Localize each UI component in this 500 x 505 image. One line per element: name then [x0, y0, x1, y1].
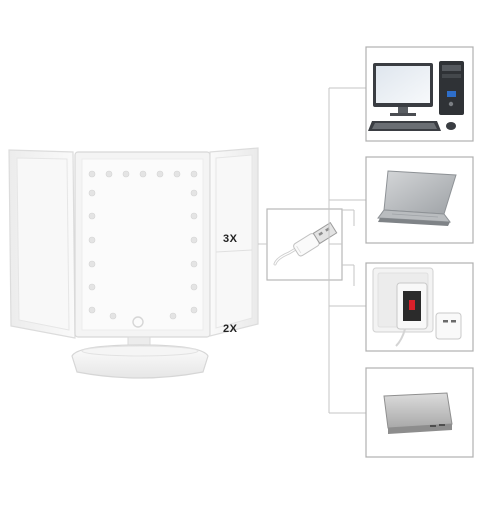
- trifold-mirror: [8, 147, 259, 379]
- led-light-20: [109, 312, 117, 320]
- led-light-8: [88, 189, 96, 197]
- led-light-16: [190, 260, 198, 268]
- led-light-11: [88, 260, 96, 268]
- led-light-19: [190, 306, 198, 314]
- led-light-17: [190, 283, 198, 291]
- led-light-21: [169, 312, 177, 320]
- source-power-bank: [365, 367, 474, 458]
- led-light-10: [88, 236, 96, 244]
- source-laptop: [365, 156, 474, 244]
- usb-a-plug-icon: [293, 222, 338, 257]
- source-wall-adapter: [365, 262, 474, 352]
- led-light-ring: [88, 170, 198, 320]
- led-light-6: [173, 170, 181, 178]
- led-light-1: [88, 170, 96, 178]
- led-light-2: [105, 170, 113, 178]
- touch-power-icon: [132, 316, 144, 328]
- adapter-indicator-light: [409, 300, 415, 310]
- bracket-connector: [328, 87, 366, 414]
- led-light-5: [156, 170, 164, 178]
- led-light-3: [122, 170, 130, 178]
- magnification-3x-label: 3X: [223, 233, 238, 245]
- source-desktop-computer: [365, 46, 474, 142]
- led-light-15: [190, 236, 198, 244]
- magnification-2x-label: 2X: [223, 323, 238, 335]
- led-light-14: [190, 212, 198, 220]
- led-light-18: [88, 306, 96, 314]
- led-light-13: [190, 189, 198, 197]
- led-light-7: [190, 170, 198, 178]
- led-light-9: [88, 212, 96, 220]
- led-light-12: [88, 283, 96, 291]
- led-light-4: [139, 170, 147, 178]
